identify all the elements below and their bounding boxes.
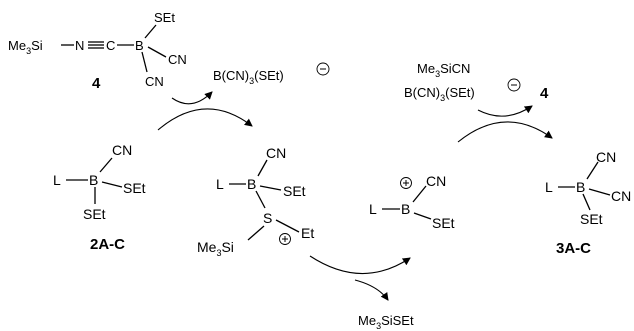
intermediate-l: L [216,176,224,192]
reagent-4-b-cn-bond-a [147,46,167,58]
intermediate-et: Et [301,225,314,241]
step3-me3sicn: Me3SiCN [417,61,470,79]
compound-3A-C-structure: L B CN CN SEt 3A-C [545,149,631,257]
intermediate-b-s-bond [255,190,266,209]
intermediate-cn: CN [266,145,286,161]
step3-reagents: Me3SiCN B(CN)3(SEt) 4 [404,61,549,103]
compound-2A-C-label: 2A-C [90,236,125,253]
reagent-4-me3si: Me3Si [8,38,43,56]
product-b-cn-bond-b [588,188,611,196]
start-set-a: SEt [123,180,146,196]
step1-byproduct-minus-charge [316,62,330,76]
borenium-plus-charge [400,177,412,189]
product-b-cn-bond-a [586,161,599,180]
intermediate-s-et-bond [275,219,300,233]
compound-4-label: 4 [92,75,101,92]
intermediate-b-set-bond [259,185,282,191]
sulfonium-intermediate-structure: L B CN SEt S Et Me3Si [197,145,314,258]
intermediate-set: SEt [283,183,306,199]
borenium-set: SEt [432,215,455,231]
step1-byproduct: B(CN)3(SEt) [213,62,330,86]
start-b-atom: B [89,172,98,188]
borenium-b-atom: B [401,201,410,217]
reagent-4-set: SEt [154,10,175,25]
step1-side-arrow [171,91,213,105]
step1-main-arrow [157,108,253,131]
intermediate-b-cn-bond [257,159,268,177]
product-cn-a: CN [596,149,616,165]
reagent-4-cn-b: CN [145,74,164,89]
step2-side-arrow [354,279,389,301]
reagent-4-c-atom: C [106,38,115,53]
reagent-4-n-atom: N [75,38,84,53]
reagent-4-structure: Me3Si N C B SEt CN CN 4 [8,10,187,92]
step3-anion-minus-charge [507,78,521,92]
start-b-cn-bond [99,157,113,173]
borenium-l: L [369,201,377,217]
reagent-4-b-s-bond [144,24,157,39]
intermediate-b-atom: B [247,176,256,192]
step3-main-arrow [457,121,553,143]
step3-product-4: 4 [540,85,549,102]
borenium-cn: CN [426,173,446,189]
product-b-set-bond [582,193,591,211]
step2-byproduct: Me3SiSEt [358,313,414,331]
start-b-set-bond-a [101,181,123,188]
step3-side-arrow [477,105,533,117]
product-b-atom: B [576,179,585,195]
reagent-4-b-cn-bond-b [141,51,148,73]
start-l: L [53,172,61,188]
compound-3A-C-label: 3A-C [556,240,591,257]
start-set-b: SEt [83,206,106,222]
intermediate-plus-charge [279,233,291,245]
product-set: SEt [580,211,603,227]
intermediate-s-atom: S [263,210,272,226]
compound-2A-C-structure: L B CN SEt SEt 2A-C [53,142,146,253]
borenium-b-cn-bond [412,185,427,203]
intermediate-s-si-bond [247,225,265,241]
borenium-b-set-bond [413,212,432,220]
reagent-4-b-atom: B [135,38,144,53]
step1-byproduct-formula: B(CN)3(SEt) [213,68,284,86]
product-cn-b: CN [611,188,631,204]
step3-anion: B(CN)3(SEt) [404,85,475,103]
start-cn: CN [112,142,132,158]
borenium-cation-structure: L B CN SEt [369,173,455,231]
step2-main-arrow [309,255,411,275]
intermediate-me3si: Me3Si [197,239,234,258]
reagent-4-cn-a: CN [168,52,187,67]
product-l: L [545,179,553,195]
